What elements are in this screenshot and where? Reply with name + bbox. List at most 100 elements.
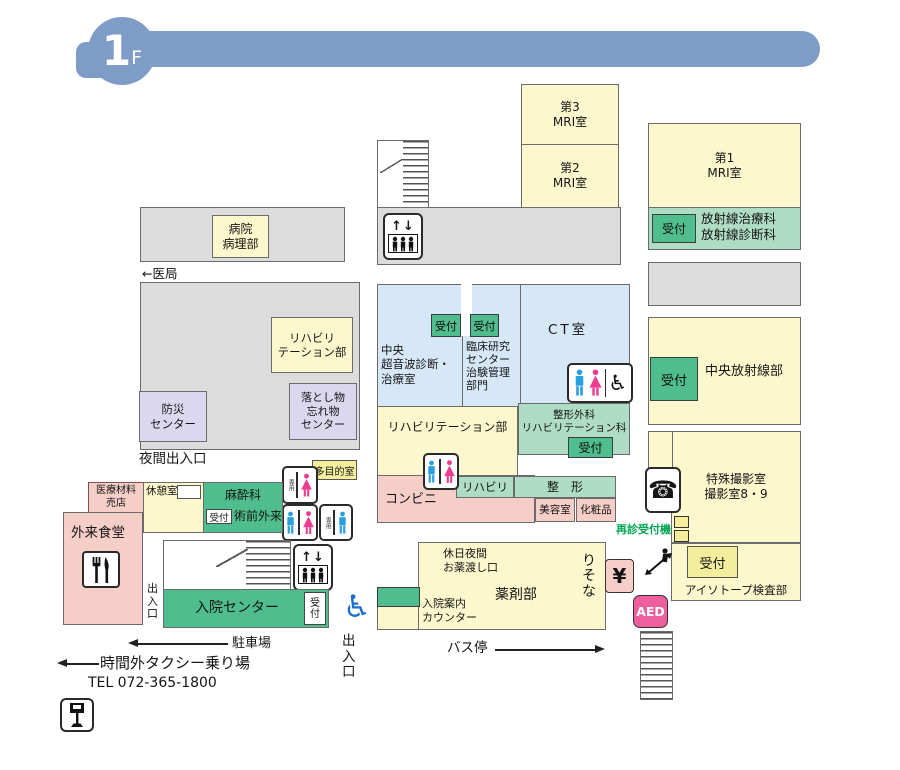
reception-anesthesia: 受付 [206,509,232,524]
ultrasound-label: 中央 超音波診断・ 治療室 [381,343,450,386]
toilet-male-icon [339,511,346,534]
room-mri1: 第1 MRI室 [648,123,801,208]
reception-clinical: 受付 [470,314,499,337]
atm-yen-box: ¥ [605,559,634,593]
toilet-female-only: 専用 [282,466,318,504]
corridor-slot [461,282,472,336]
taxi-stand-label: 時間外タクシー乗り場 [100,654,251,672]
inpatient-info-label: 入院案内 カウンター [422,597,477,624]
room-ortho-small: 整 形 [514,476,616,498]
disaster-center-label: 防災 センター [150,402,196,431]
re-reception-machine-1 [674,516,689,528]
room-pharmacy [418,542,606,630]
stairs-inpatient-hatch [246,541,290,590]
elevator-arrows: ↑↓ [391,219,415,234]
room-mri1-label: 第1 MRI室 [707,150,742,180]
rest-room-counter [177,485,201,499]
supply-shop-label: 医療材料 売店 [96,485,136,509]
lost-found-label: 落とし物 忘れ物 センター [301,391,345,432]
floor-number: 1 [101,26,132,75]
room-disaster-center: 防災 センター [139,391,207,442]
night-entrance-label: 夜間出入口 [139,451,207,467]
dining-icon-box [82,551,120,588]
reception-isotope: 受付 [687,546,738,578]
wheelchair-icon-black: ♿ [608,370,628,395]
room-mri2-label: 第2 MRI室 [552,161,588,190]
stairs-bottom-right [640,631,673,700]
room-mri2: 第2 MRI室 [521,144,619,208]
room-ultrasound [377,284,463,408]
bus-stop-arrow-head [595,645,605,653]
toilet-divider [298,509,300,536]
room-pathology: 病院 病理部 [212,215,269,258]
toilet-male-icon [287,511,294,534]
entrance-left-label: 出 入 口 [147,582,158,621]
inpatient-center-label: 入院センター [195,599,279,616]
bus-stop-sign-icon [70,703,84,727]
dining-label: 外来食堂 [71,525,125,541]
toilet-tag: 専用 [324,516,332,529]
cosmetics-label: 化粧品 [580,503,612,516]
room-rehab-dept: リハビリ テーション部 [271,317,353,373]
reception-ultrasound: 受付 [431,314,461,337]
parking-arrow-line [137,643,228,645]
parking-arrow-head [128,639,138,647]
elevator-icon-top: ↑↓ [383,213,423,260]
toilet-female-icon [443,459,455,483]
toilet-divider [439,458,441,485]
stairs-top-diagonal [380,159,403,173]
special-xray-label: 特殊撮影室 撮影室8・9 [704,472,768,501]
elevator-people-icon [298,565,328,584]
room-special-xray-notch [648,431,673,469]
central-radiology-label: 中央放射線部 [705,364,784,379]
holiday-medicine-label: 休日夜間 お薬渡し口 [443,547,498,574]
toilet-tag: 専用 [287,479,295,491]
anesthesia-label-line1: 麻酔科 [225,488,262,502]
room-rehab-small: リハビリ [456,476,514,498]
bus-sign-icon-box [60,698,94,732]
elevator-people-icon [388,234,418,253]
taxi-arrow-line [66,663,99,665]
reception-inpatient-label: 受 付 [310,597,320,620]
stairs-top [377,140,429,208]
toilet-divider [604,368,607,398]
elevator-arrows: ↑↓ [301,550,325,565]
radiology-depts-label: 放射線治療科 放射線診断科 [701,211,777,242]
multipurpose-label: 多目的室 [314,466,355,478]
yen-symbol: ¥ [612,564,627,588]
medical-office-label: ←医局 [142,266,178,281]
beauty-label: 美容室 [539,503,571,516]
phone-icon-box: ☎ [645,467,681,513]
phone-icon: ☎ [648,476,678,504]
corridor-right [648,262,801,306]
room-anesthesia [203,482,283,533]
taxi-arrow-head [57,659,67,667]
wheelchair-entrance-icon: ♿ [343,589,371,625]
pathology-label: 病院 病理部 [222,221,259,251]
reception-anesthesia-label: 受付 [209,512,229,524]
bus-stop-arrow-line [495,649,595,651]
reception-inpatient: 受 付 [304,592,326,625]
room-mri3: 第3 MRI室 [521,84,619,145]
ortho-small-label: 整 形 [546,479,583,494]
isotope-label: アイソトープ検査部 [684,582,788,597]
reception-central-radiology: 受付 [650,357,698,401]
room-beauty: 美容室 [535,498,575,522]
toilet-female-icon [300,473,312,496]
clinical-research-label: 臨床研究 センター 治験管理 部門 [466,340,510,392]
stairs-inpatient-diagonal [216,549,248,567]
room-mri3-label: 第3 MRI室 [552,99,588,129]
tel-label: TEL 072-365-1800 [88,675,217,691]
floor-suffix: F [131,47,143,69]
room-special-xray: 特殊撮影室 撮影室8・9 [671,431,801,543]
toilet-female-icon [589,369,602,396]
room-multipurpose: 多目的室 [312,460,357,480]
floor-badge: 1 F [88,17,156,85]
inpatient-info-counter [377,587,420,607]
room-cosmetics: 化粧品 [576,498,616,522]
reception-isotope-label: 受付 [699,556,726,572]
reception-ortho: 受付 [568,437,613,458]
rehab-dept-label: リハビリ テーション部 [277,330,347,359]
rehab-strip-label: リハビリテーション部 [387,420,508,434]
